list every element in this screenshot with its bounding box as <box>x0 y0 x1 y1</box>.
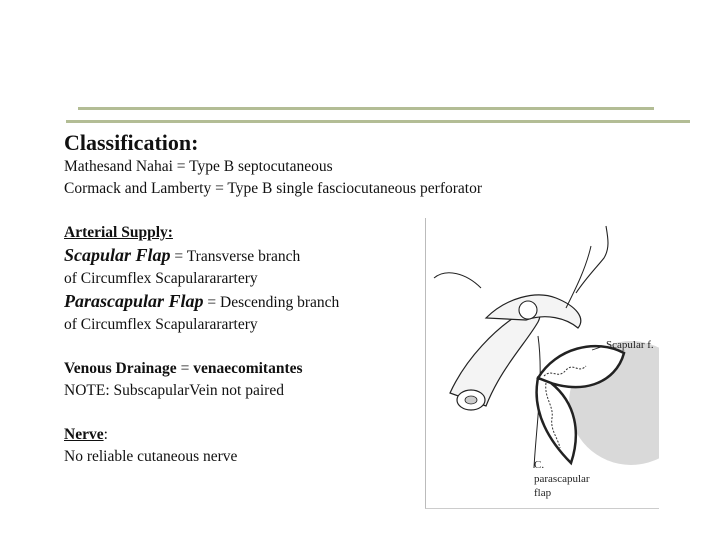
arterial-supply-heading: Arterial Supply: <box>64 224 173 241</box>
second-divider-line <box>66 120 690 123</box>
parascapular-flap-name: Parascapular Flap <box>64 291 204 311</box>
classification-heading: Classification: <box>64 130 199 155</box>
neck-outline <box>575 225 609 294</box>
classification-line-2: Cormack and Lamberty = Type B single fas… <box>64 180 482 197</box>
venous-note: NOTE: SubscapularVein not paired <box>64 382 284 399</box>
label-scapular-f: Scapular f. <box>606 339 654 351</box>
nerve-colon: : <box>103 426 108 443</box>
label-parascapular: parascapular <box>534 473 590 485</box>
parascapular-flap-line-2: of Circumflex Scapulararartery <box>64 316 258 333</box>
label-flap: flap <box>534 487 552 499</box>
scapular-flap-line-2: of Circumflex Scapulararartery <box>64 270 258 287</box>
venous-drainage-line: Venous Drainage = venaecomitantes <box>64 358 624 380</box>
nerve-line: Nerve: <box>64 424 624 446</box>
parascapular-flap-outline <box>535 376 578 466</box>
torso-outline <box>433 272 482 289</box>
parascapular-flap-line: Parascapular Flap = Descending branch <box>64 290 624 314</box>
label-c: C. <box>534 459 544 471</box>
transverse-vessel <box>543 365 587 377</box>
classification-line-1: Mathesand Nahai = Type B septocutaneous <box>64 158 333 175</box>
anatomy-drawing: Scapular f. C. parascapular flap <box>433 225 659 499</box>
scapular-flap-name: Scapular Flap <box>64 245 171 265</box>
scapular-flap-illustration: Scapular f. C. parascapular flap <box>425 218 659 509</box>
nerve-value: No reliable cutaneous nerve <box>64 448 238 465</box>
venous-drainage-eq: = <box>176 360 194 377</box>
scapular-flap-eq: = Transverse branch <box>170 248 301 265</box>
parascapular-flap-eq: = Descending branch <box>203 294 340 311</box>
top-divider-line <box>78 107 654 110</box>
slide-body: Classification: Mathesand Nahai = Type B… <box>64 130 624 468</box>
humeral-head <box>518 300 538 320</box>
venous-drainage-label: Venous Drainage <box>64 360 177 377</box>
humerus-core <box>464 395 478 405</box>
neck-outline-inner <box>565 245 592 309</box>
scapular-label-leader <box>591 345 605 351</box>
scapular-flap-outline <box>536 344 626 389</box>
nerve-label: Nerve <box>64 426 104 443</box>
venous-drainage-value: venaecomitantes <box>193 360 303 377</box>
scapular-flap-line: Scapular Flap = Transverse branch <box>64 244 624 268</box>
descending-vessel <box>545 382 561 449</box>
